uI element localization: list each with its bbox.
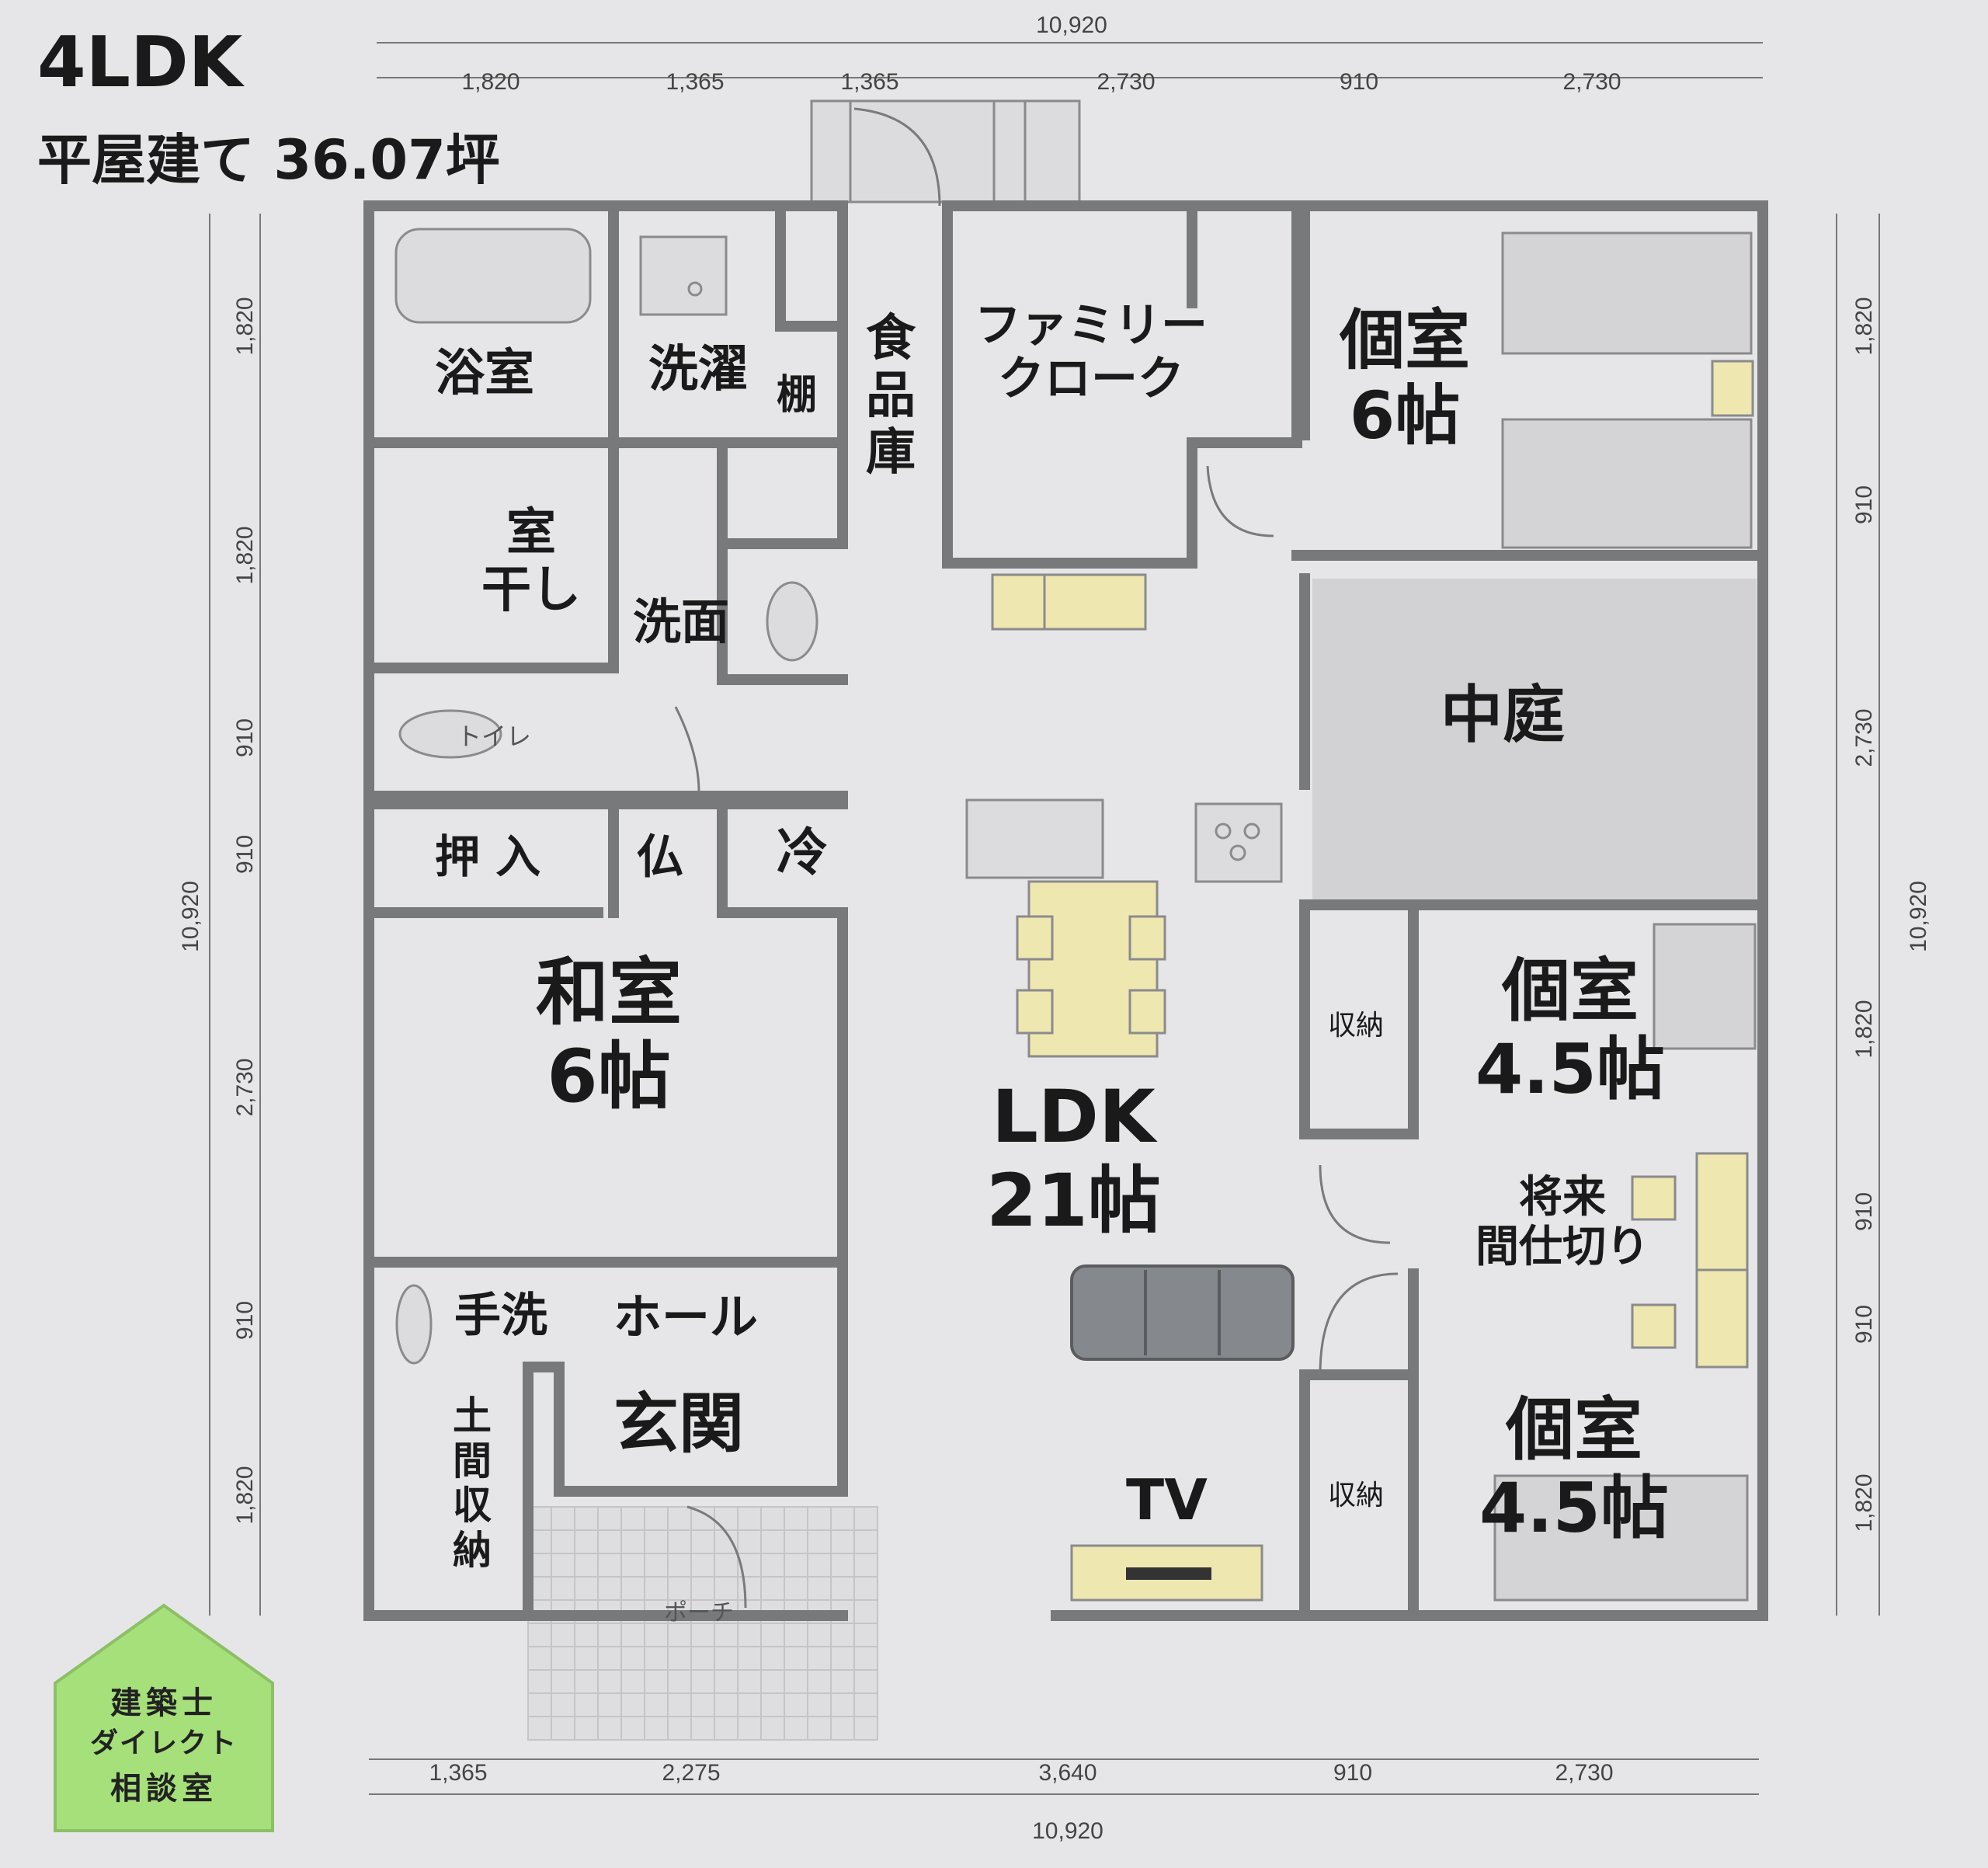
dim-bottom-1: 1,365 (429, 1760, 487, 1786)
dim-top-6: 2,730 (1562, 69, 1621, 95)
subtitle: 平屋建て 36.07坪 (37, 128, 500, 192)
dim-bottom-4: 910 (1333, 1760, 1372, 1786)
dim-bottom-total: 10,920 (1032, 1818, 1103, 1844)
room-laundry: 洗濯 (648, 341, 748, 398)
exterior-steps (810, 99, 1081, 203)
dim-right-1: 1,820 (1851, 297, 1877, 355)
room-doma-storage: 土 間 収 納 (453, 1393, 492, 1573)
room-porch: ポーチ (664, 1599, 734, 1626)
dim-bottom-5: 2,730 (1555, 1760, 1613, 1786)
fixtures (394, 228, 1283, 1365)
dim-right-3: 2,730 (1851, 708, 1877, 767)
dim-left-4: 910 (232, 835, 258, 874)
room-pantry: 食 品 庫 (866, 310, 916, 482)
dim-bottom-3: 3,640 (1038, 1760, 1097, 1786)
dim-top-2: 1,365 (666, 69, 724, 95)
room-tv: TV (1126, 1467, 1208, 1532)
walls (363, 200, 1768, 1621)
room-family-closet: ファミリー クローク (975, 298, 1208, 406)
room-washroom: 洗面 (633, 593, 730, 650)
room-handwash: 手洗 (454, 1289, 547, 1343)
dim-left-6: 910 (232, 1301, 258, 1340)
dim-top-3: 1,365 (840, 69, 898, 95)
room-toilet: トイレ (457, 722, 532, 751)
dimension-lines (209, 42, 1880, 1795)
room-washitsu: 和室 6帖 (536, 951, 683, 1120)
dim-top-4: 2,730 (1097, 69, 1155, 95)
badge-line2: ダイレクト (89, 1727, 238, 1759)
room-ldk: LDK 21帖 (986, 1075, 1161, 1244)
room-bedroom3: 個室 4.5帖 (1479, 1390, 1669, 1549)
dim-left-7: 1,820 (232, 1466, 258, 1524)
room-oshiire: 押 入 (435, 830, 541, 883)
room-hall: ホール (613, 1289, 759, 1345)
room-butsudan: 仏 (637, 830, 683, 885)
room-bath: 浴室 (435, 345, 534, 402)
dim-top-total: 10,920 (1036, 12, 1107, 38)
room-storage2: 収納 (1328, 1480, 1385, 1511)
dim-right-5: 910 (1851, 1192, 1877, 1231)
room-future-partition: 将来 間仕切り (1475, 1172, 1649, 1273)
dim-left-5: 2,730 (232, 1058, 258, 1116)
dim-bottom-2: 2,275 (662, 1760, 720, 1786)
room-bedroom2: 個室 4.5帖 (1475, 951, 1665, 1110)
layout-type: 4LDK (37, 22, 243, 103)
badge-line3: 相談室 (110, 1771, 217, 1807)
room-entrance: 玄関 (613, 1386, 745, 1462)
porch-tiles (527, 1506, 878, 1741)
dim-left-total: 10,920 (178, 881, 203, 952)
room-fridge: 冷 (777, 823, 828, 882)
dining-chairs (1016, 915, 1166, 1035)
badge-line1: 建築士 (110, 1685, 217, 1721)
dim-right-7: 1,820 (1851, 1473, 1877, 1532)
dim-left-2: 1,820 (232, 526, 258, 584)
room-courtyard: 中庭 (1441, 679, 1565, 751)
room-bedroom1: 個室 6帖 (1340, 302, 1471, 454)
dim-right-4: 1,820 (1851, 1000, 1877, 1058)
logo-badge (54, 1603, 274, 1832)
courtyard-area (1312, 579, 1757, 903)
dim-left-1: 1,820 (232, 297, 258, 355)
dim-top-5: 910 (1340, 69, 1378, 95)
dim-right-6: 910 (1851, 1305, 1877, 1344)
dim-right-2: 910 (1851, 485, 1877, 524)
bathtub (394, 228, 592, 324)
beds (1493, 231, 1757, 1602)
room-drying: 室 干し (481, 504, 581, 619)
sofa (1070, 1264, 1295, 1361)
dim-right-total: 10,920 (1906, 881, 1931, 952)
room-storage1: 収納 (1328, 1010, 1385, 1042)
room-shelf: 棚 (777, 372, 818, 419)
dim-top-1: 1,820 (461, 69, 520, 95)
dim-left-3: 910 (232, 718, 258, 757)
door-swings (674, 107, 1399, 1609)
